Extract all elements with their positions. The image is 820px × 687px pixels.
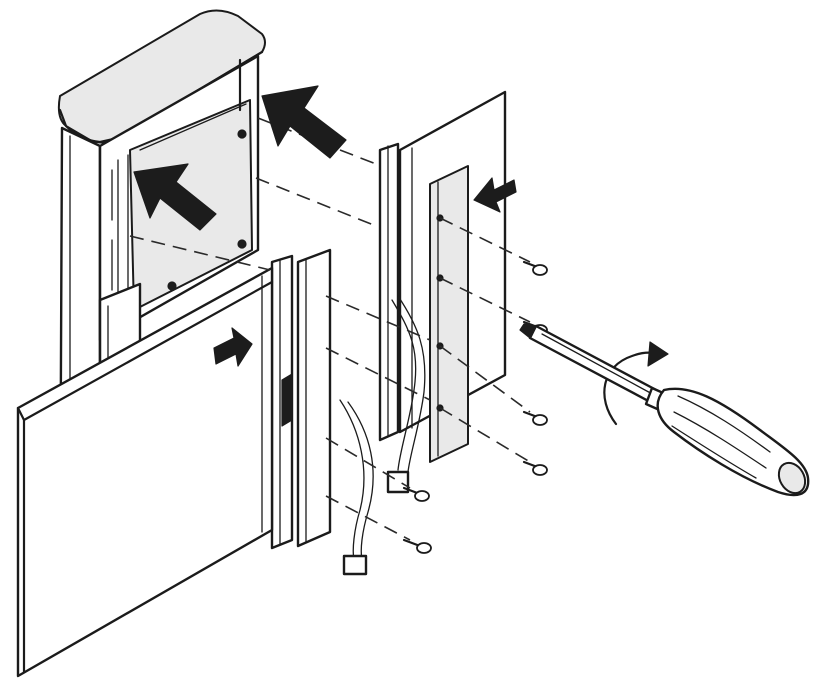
screw (522, 260, 548, 276)
screw (522, 410, 548, 426)
cover-panel (16, 266, 293, 678)
screw (522, 460, 548, 476)
rotation-arrow-icon (603, 341, 669, 426)
screw (402, 538, 432, 554)
push-arrows (133, 85, 517, 367)
alignment-lines (129, 117, 531, 541)
push-arrow-icon (213, 327, 253, 367)
push-arrow-icon (133, 163, 217, 231)
mounting-bracket-right (378, 90, 507, 494)
push-arrow-icon (473, 177, 517, 213)
screwdriver-icon (519, 323, 810, 497)
screw (402, 486, 430, 502)
push-arrow-icon (261, 85, 347, 159)
